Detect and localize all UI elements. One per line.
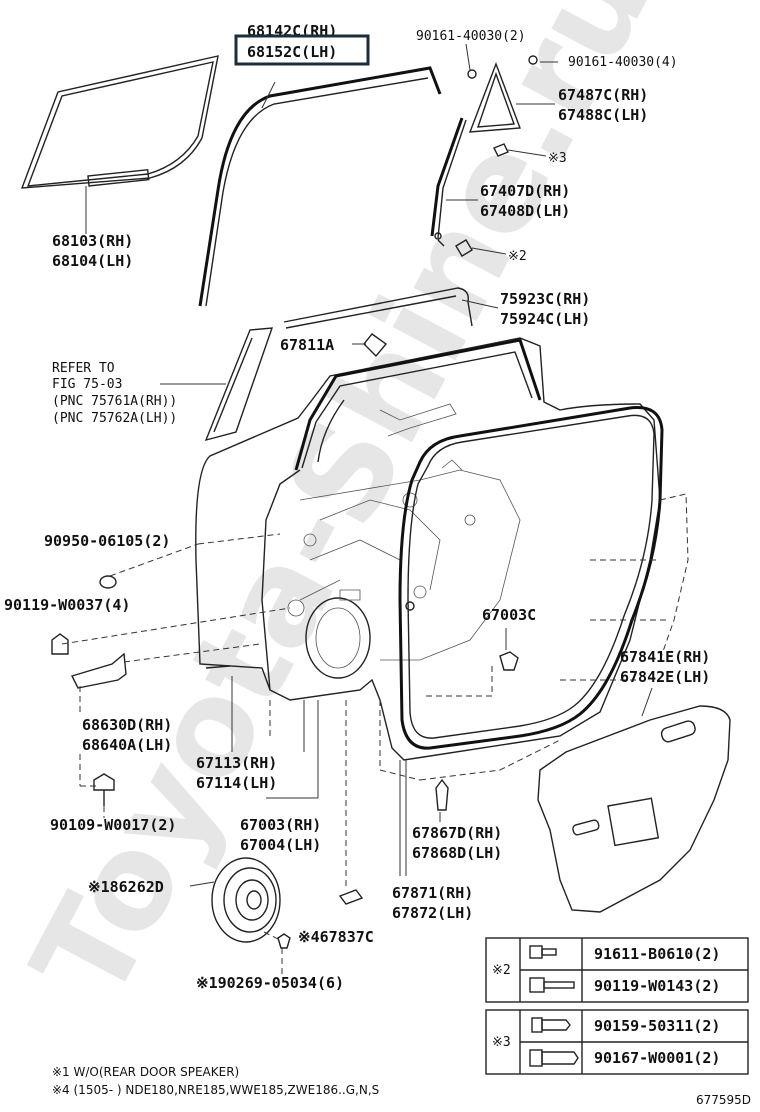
glass-run-drawing bbox=[198, 66, 442, 307]
door-glass-drawing bbox=[20, 55, 219, 189]
label-67114[interactable]: 67114(LH) bbox=[196, 774, 277, 792]
quarter-window-drawing bbox=[468, 62, 521, 133]
label-67811a[interactable]: 67811A bbox=[280, 336, 334, 354]
label-67487c[interactable]: 67487C(RH) bbox=[558, 86, 648, 104]
legend-bolt-icon-1 bbox=[529, 945, 557, 959]
label-68630d[interactable]: 68630D(RH) bbox=[82, 716, 172, 734]
label-67113[interactable]: 67113(RH) bbox=[196, 754, 277, 772]
division-bar-drawing bbox=[430, 117, 467, 247]
label-90119[interactable]: 90119-W0037(4) bbox=[4, 596, 130, 614]
label-67841e[interactable]: 67841E(RH) bbox=[620, 648, 710, 666]
watermark: Toyota-Shine.ru bbox=[3, 0, 680, 1025]
label-86262d[interactable]: ※186262D bbox=[88, 878, 164, 896]
label-mark3: ※3 bbox=[548, 151, 567, 166]
legend-screw-icon-2 bbox=[529, 1049, 579, 1067]
label-67872[interactable]: 67872(LH) bbox=[392, 904, 473, 922]
label-68152c[interactable]: 68152C(LH) bbox=[247, 43, 337, 61]
part-labels: 68142C(RH) 68152C(LH) 68103(RH) 68104(LH… bbox=[4, 22, 751, 1107]
label-90109[interactable]: 90109-W0017(2) bbox=[50, 816, 176, 834]
label-67003rh[interactable]: 67003(RH) bbox=[240, 816, 321, 834]
footnote-1: ※1 W/O(REAR DOOR SPEAKER) bbox=[52, 1065, 239, 1079]
door-opening-dashed bbox=[269, 493, 689, 781]
service-hole-cover-drawing bbox=[537, 705, 731, 913]
label-75924c[interactable]: 75924C(LH) bbox=[500, 310, 590, 328]
legend-row-4[interactable]: 90167-W0001(2) bbox=[594, 1049, 720, 1067]
legend-row-2[interactable]: 90119-W0143(2) bbox=[594, 977, 720, 995]
label-pnc1: (PNC 75761A(RH)) bbox=[52, 394, 177, 409]
legend-bolt-icon-2 bbox=[529, 977, 575, 993]
door-frame-drawing bbox=[294, 338, 542, 471]
garnish-clip-drawing bbox=[363, 333, 388, 358]
label-68103[interactable]: 68103(RH) bbox=[52, 232, 133, 250]
screw-drawings bbox=[434, 55, 538, 257]
legend-group-3-mark: ※3 bbox=[492, 1035, 511, 1050]
label-75923c[interactable]: 75923C(RH) bbox=[500, 290, 590, 308]
label-67488c[interactable]: 67488C(LH) bbox=[558, 106, 648, 124]
label-refer-to: REFER TO bbox=[52, 361, 115, 376]
footnote-4: ※4 (1505- ) NDE180,NRE185,WWE185,ZWE186.… bbox=[52, 1083, 379, 1097]
label-67837c[interactable]: ※467837C bbox=[298, 928, 374, 946]
diagram-id: 677595D bbox=[696, 1093, 751, 1107]
label-90161-2[interactable]: 90161-40030(2) bbox=[416, 29, 526, 44]
label-67868d[interactable]: 67868D(LH) bbox=[412, 844, 502, 862]
label-fig[interactable]: FIG 75-03 bbox=[52, 377, 122, 392]
label-67408d[interactable]: 67408D(LH) bbox=[480, 202, 570, 220]
label-67842e[interactable]: 67842E(LH) bbox=[620, 668, 710, 686]
weatherstrip-drawing bbox=[398, 405, 664, 750]
label-67871[interactable]: 67871(RH) bbox=[392, 884, 473, 902]
label-67867d[interactable]: 67867D(RH) bbox=[412, 824, 502, 842]
legend-row-3[interactable]: 90159-50311(2) bbox=[594, 1017, 720, 1035]
pillar-garnish-drawing bbox=[204, 327, 274, 442]
label-68640a[interactable]: 68640A(LH) bbox=[82, 736, 172, 754]
leader-lines bbox=[61, 43, 653, 974]
label-pnc2: (PNC 75762A(LH)) bbox=[52, 411, 177, 426]
legend-table: ※2 91611-B0610(2) 90119-W0143(2) ※3 9015… bbox=[485, 937, 749, 1075]
regulator-drawing bbox=[287, 403, 521, 679]
legend-screw-icon-1 bbox=[531, 1017, 571, 1033]
legend-row-1[interactable]: 91611-B0610(2) bbox=[594, 945, 720, 963]
label-68104[interactable]: 68104(LH) bbox=[52, 252, 133, 270]
legend-group-2-mark: ※2 bbox=[492, 963, 511, 978]
highlight-box bbox=[234, 34, 370, 66]
label-90269[interactable]: ※190269-05034(6) bbox=[196, 974, 344, 992]
door-panel-drawing bbox=[195, 337, 661, 761]
speaker-drawing bbox=[211, 857, 281, 943]
label-mark2: ※2 bbox=[508, 249, 527, 264]
label-67004[interactable]: 67004(LH) bbox=[240, 836, 321, 854]
belt-moulding-drawing bbox=[283, 287, 473, 329]
label-67407d[interactable]: 67407D(RH) bbox=[480, 182, 570, 200]
small-parts-drawing bbox=[51, 575, 519, 949]
label-90950[interactable]: 90950-06105(2) bbox=[44, 532, 170, 550]
label-90161-4[interactable]: 90161-40030(4) bbox=[568, 55, 678, 70]
label-67003c[interactable]: 67003C bbox=[482, 606, 536, 624]
